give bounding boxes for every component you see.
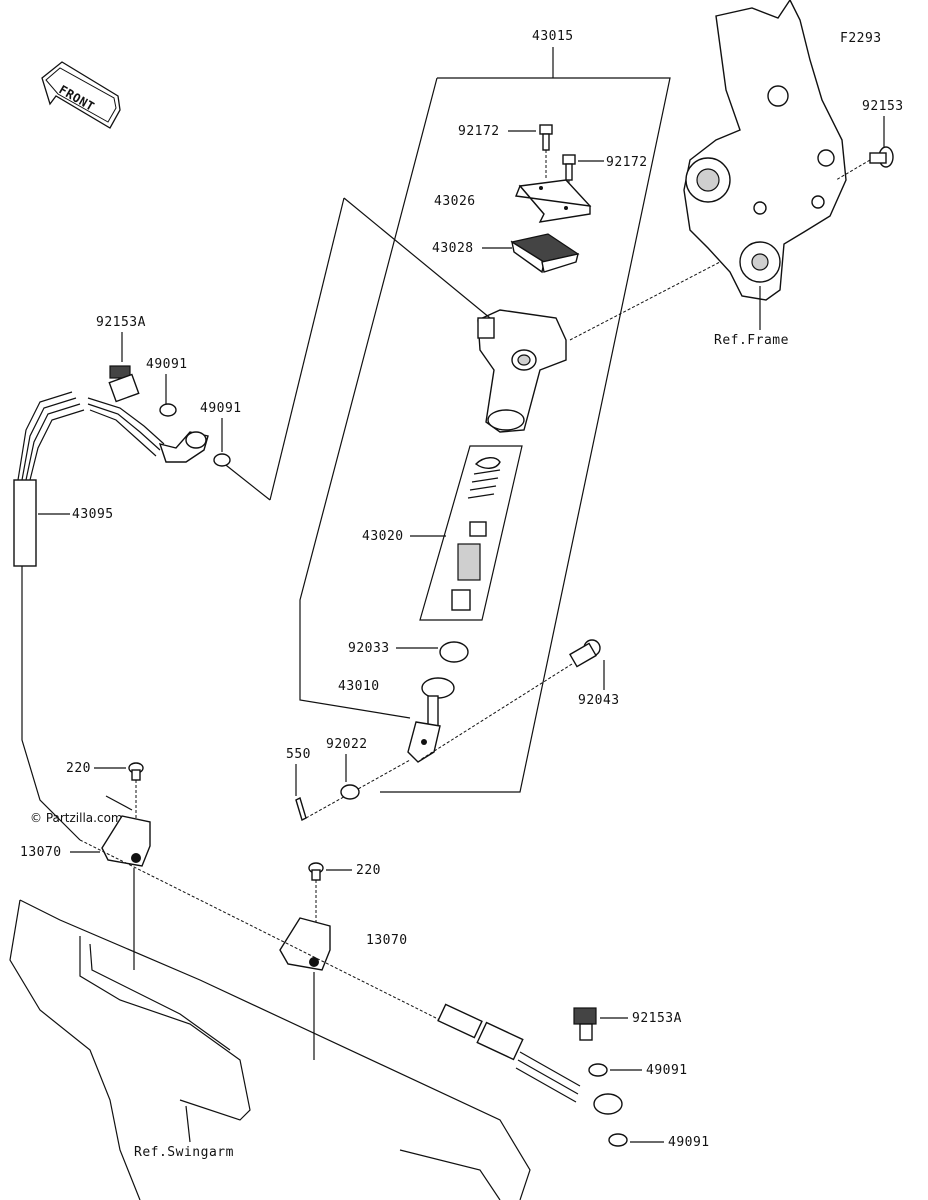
- label-92153A-bottom: 92153A: [632, 1011, 682, 1026]
- label-220-b: 220: [356, 863, 381, 878]
- washer-49091-a: [159, 403, 177, 417]
- label-92172-b: 92172: [606, 155, 648, 170]
- clamp-13070-a: [101, 795, 151, 970]
- washer-92022: [340, 784, 360, 800]
- watermark: © Partzilla.com: [30, 811, 123, 825]
- label-49091-a: 49091: [146, 357, 188, 372]
- label-43010: 43010: [338, 679, 380, 694]
- diagram-code: F2293: [840, 31, 882, 46]
- label-92043: 92043: [578, 693, 620, 708]
- label-ref-frame: Ref.Frame: [714, 333, 789, 348]
- circlip-92033: [439, 641, 469, 663]
- label-92153: 92153: [862, 99, 904, 114]
- reservoir-cap-43026: [515, 179, 592, 223]
- bolt-220-a: [128, 762, 144, 830]
- hose-lower-end: [437, 1003, 623, 1115]
- label-43015: 43015: [532, 29, 574, 44]
- push-rod-43010: [407, 677, 455, 763]
- piston-kit-43020: [419, 445, 523, 621]
- label-13070-a: 13070: [20, 845, 62, 860]
- washer-49091-b: [213, 453, 231, 467]
- label-92022: 92022: [326, 737, 368, 752]
- frame-reference: [683, 0, 847, 330]
- label-ref-swingarm: Ref.Swingarm: [134, 1145, 234, 1160]
- washer-49091-c: [588, 1063, 608, 1077]
- label-220-a: 220: [66, 761, 91, 776]
- clamp-13070-b: [279, 917, 331, 1060]
- washer-49091-d: [608, 1133, 628, 1147]
- assembly-43015-outline: [299, 47, 671, 793]
- label-43095: 43095: [72, 507, 114, 522]
- brake-hose-43095: [13, 391, 209, 841]
- bolt-92153: [835, 146, 894, 181]
- label-550: 550: [286, 747, 311, 762]
- cotter-pin-550: [295, 797, 307, 821]
- label-49091-c: 49091: [646, 1063, 688, 1078]
- label-49091-d: 49091: [668, 1135, 710, 1150]
- label-49091-b: 49091: [200, 401, 242, 416]
- label-43020: 43020: [362, 529, 404, 544]
- banjo-bolt-92153A-top: [108, 365, 140, 403]
- label-92033: 92033: [348, 641, 390, 656]
- label-92172-a: 92172: [458, 124, 500, 139]
- label-92153A-top: 92153A: [96, 315, 146, 330]
- pin-92043: [419, 639, 605, 761]
- label-13070-b: 13070: [366, 933, 408, 948]
- bolt-92172-a: [539, 124, 553, 180]
- label-43026: 43026: [434, 194, 476, 209]
- diaphragm-43028: [510, 233, 580, 274]
- banjo-bolt-92153A-bottom: [573, 1007, 597, 1041]
- bolt-220-b: [308, 862, 324, 940]
- label-43028: 43028: [432, 241, 474, 256]
- front-arrow-icon: FRONT: [41, 61, 121, 129]
- master-cylinder-body: [477, 309, 567, 433]
- swingarm-reference: [9, 899, 531, 1200]
